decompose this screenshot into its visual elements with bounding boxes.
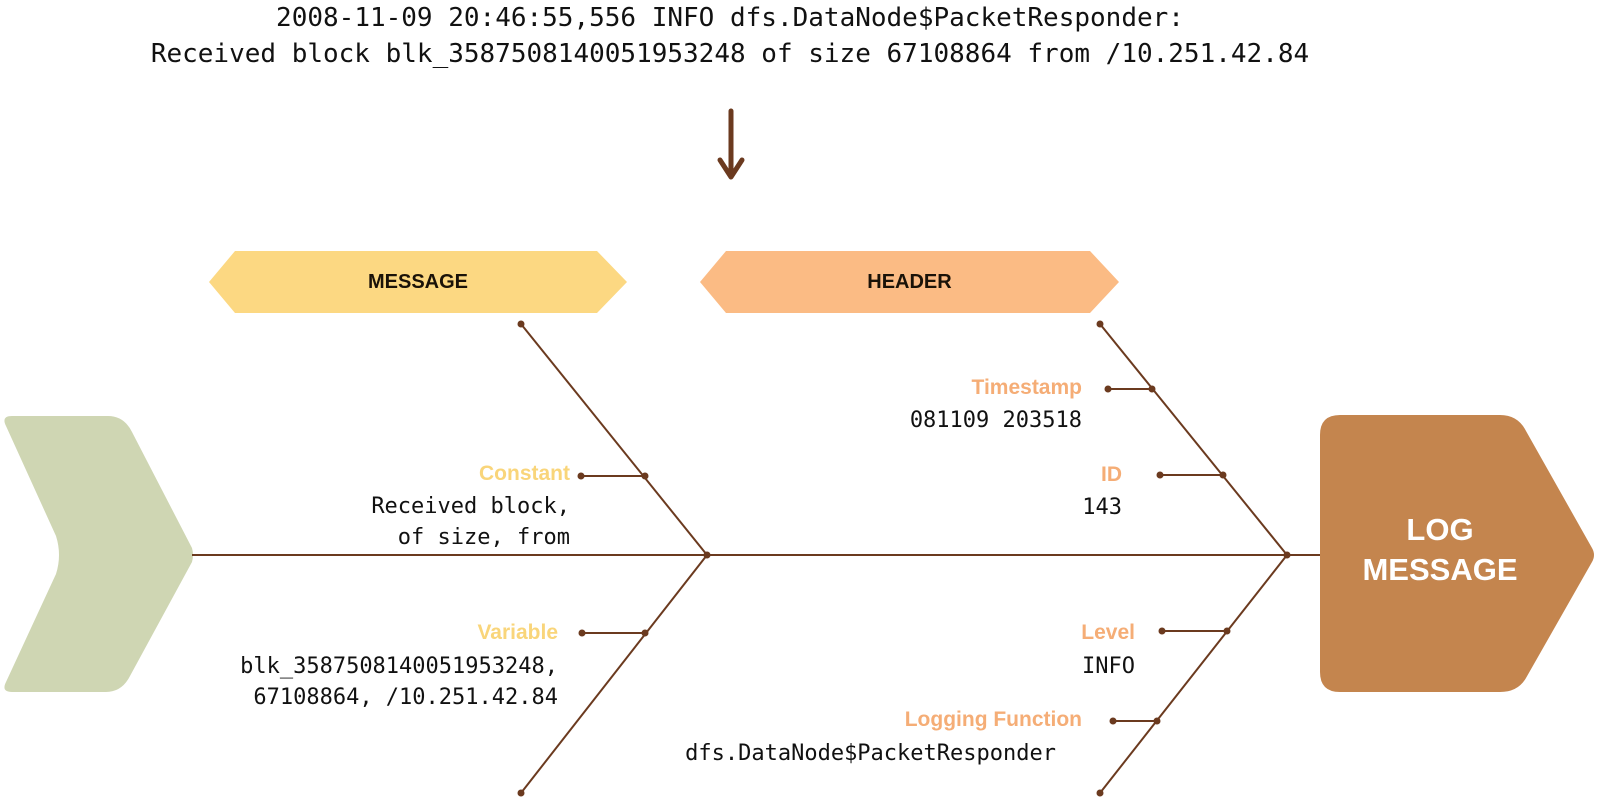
field-timestamp-value: 081109 203518 <box>909 408 1082 433</box>
message-banner <box>209 251 627 313</box>
field-variable-value: blk_3587508140051953248, 67108864, /10.2… <box>240 654 558 710</box>
head-label-line-2: MESSAGE <box>1362 552 1518 587</box>
field-id-label: ID <box>1101 463 1122 486</box>
raw-log-line-1: 2008-11-09 20:46:55,556 INFO dfs.DataNod… <box>276 3 1184 33</box>
field-logging-function-value: dfs.DataNode$PacketResponder <box>685 741 1056 766</box>
field-level-label: Level <box>1081 621 1135 644</box>
field-timestamp-label: Timestamp <box>971 376 1083 399</box>
bone-message-upper <box>520 323 708 556</box>
bones <box>192 323 1320 794</box>
fish-head <box>1320 415 1594 692</box>
field-id-value: 143 <box>1082 495 1122 520</box>
category-header-label: HEADER <box>867 271 952 293</box>
field-variable-label: Variable <box>477 621 558 644</box>
category-message-label: MESSAGE <box>367 271 469 293</box>
field-constant-value: Received block, of size, from <box>371 494 570 550</box>
field-logging-function-label: Logging Function <box>904 708 1082 731</box>
raw-log-line-2: Received block blk_3587508140051953248 o… <box>150 39 1310 69</box>
bone-header-upper <box>1099 323 1288 556</box>
bone-dots <box>517 320 1291 797</box>
bone-header-lower <box>1099 554 1288 794</box>
fish-tail <box>4 416 193 692</box>
field-level-value: INFO <box>1082 654 1135 679</box>
down-arrow-icon <box>717 108 745 180</box>
head-label: LOG MESSAGE <box>1320 510 1560 590</box>
field-constant-label: Constant <box>479 462 570 485</box>
bone-message-lower <box>520 554 708 794</box>
header-banner <box>700 251 1119 313</box>
head-label-line-1: LOG <box>1406 512 1474 547</box>
